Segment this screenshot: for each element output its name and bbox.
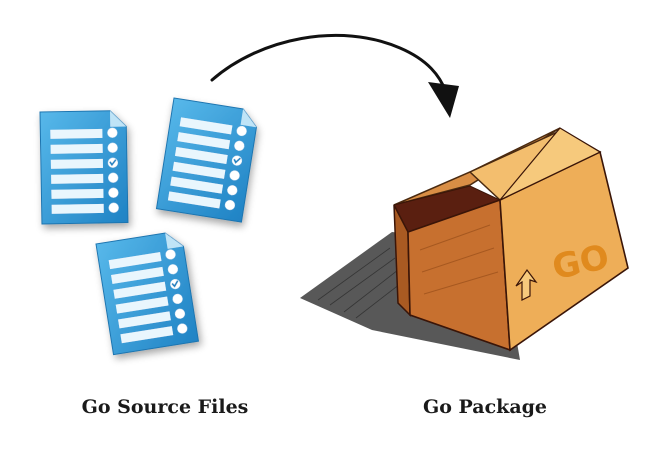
package-box-icon: GO <box>393 127 629 352</box>
source-file-icon <box>155 97 260 223</box>
curved-arrow-icon <box>210 33 459 118</box>
source-file-icon <box>95 229 200 356</box>
source-files-caption: Go Source Files <box>81 396 249 418</box>
source-file-icon <box>39 109 129 225</box>
package-caption: Go Package <box>422 396 548 418</box>
